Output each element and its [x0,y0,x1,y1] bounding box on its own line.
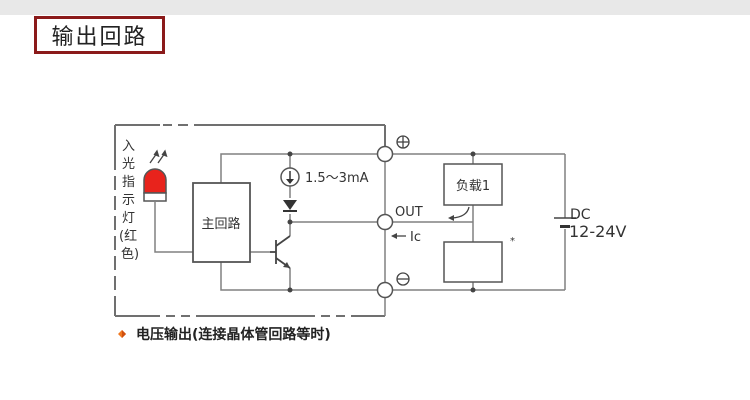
load-1-block: 负载1 [443,163,503,206]
indicator-char: 指 [122,175,135,190]
terminal-minus [376,281,394,299]
terminal-out [376,213,394,231]
indicator-char: 示 [122,193,135,208]
load-1-label: 负载1 [456,179,490,194]
terminal-plus [376,145,394,163]
current-source-icon [280,167,300,187]
main-circuit-label: 主回路 [201,216,240,232]
ic-arrow-icon [391,233,406,239]
led-indicator-icon [143,149,168,202]
main-circuit-block: 主回路 [192,182,251,263]
footnote: 电压输出(连接晶体管回路等时) [118,324,331,344]
dc-supply-icon [554,217,576,228]
transistor-icon [270,235,291,269]
load-2-block [443,241,503,283]
indicator-char: 色) [121,246,139,262]
indicator-char: (红 [119,228,137,244]
out-label: OUT [395,205,423,220]
minus-icon [396,272,410,286]
top-bar [0,0,750,15]
indicator-char: 入 [122,139,135,154]
sensor-enclosure [114,124,386,317]
section-title-box: 输出回路 [34,16,165,54]
indicator-char: 灯 [122,211,135,226]
plus-icon [396,135,410,149]
footnote-text: 电压输出(连接晶体管回路等时) [136,327,331,343]
indicator-label: 入 光 指 示 灯 (红 色) [119,139,139,262]
indicator-char: 光 [122,157,135,172]
load-2-marker: * [510,236,515,247]
junction-dots [287,151,476,293]
supply-type-label: DC [570,207,591,223]
diode-icon [283,200,297,212]
bullet-icon [118,330,126,338]
ic-label: Ic [410,230,421,245]
current-flow-arrow-icon [448,206,470,221]
current-source-label: 1.5～3mA [305,171,369,186]
supply-voltage-label: 12-24V [569,222,626,241]
section-title: 输出回路 [51,25,148,50]
